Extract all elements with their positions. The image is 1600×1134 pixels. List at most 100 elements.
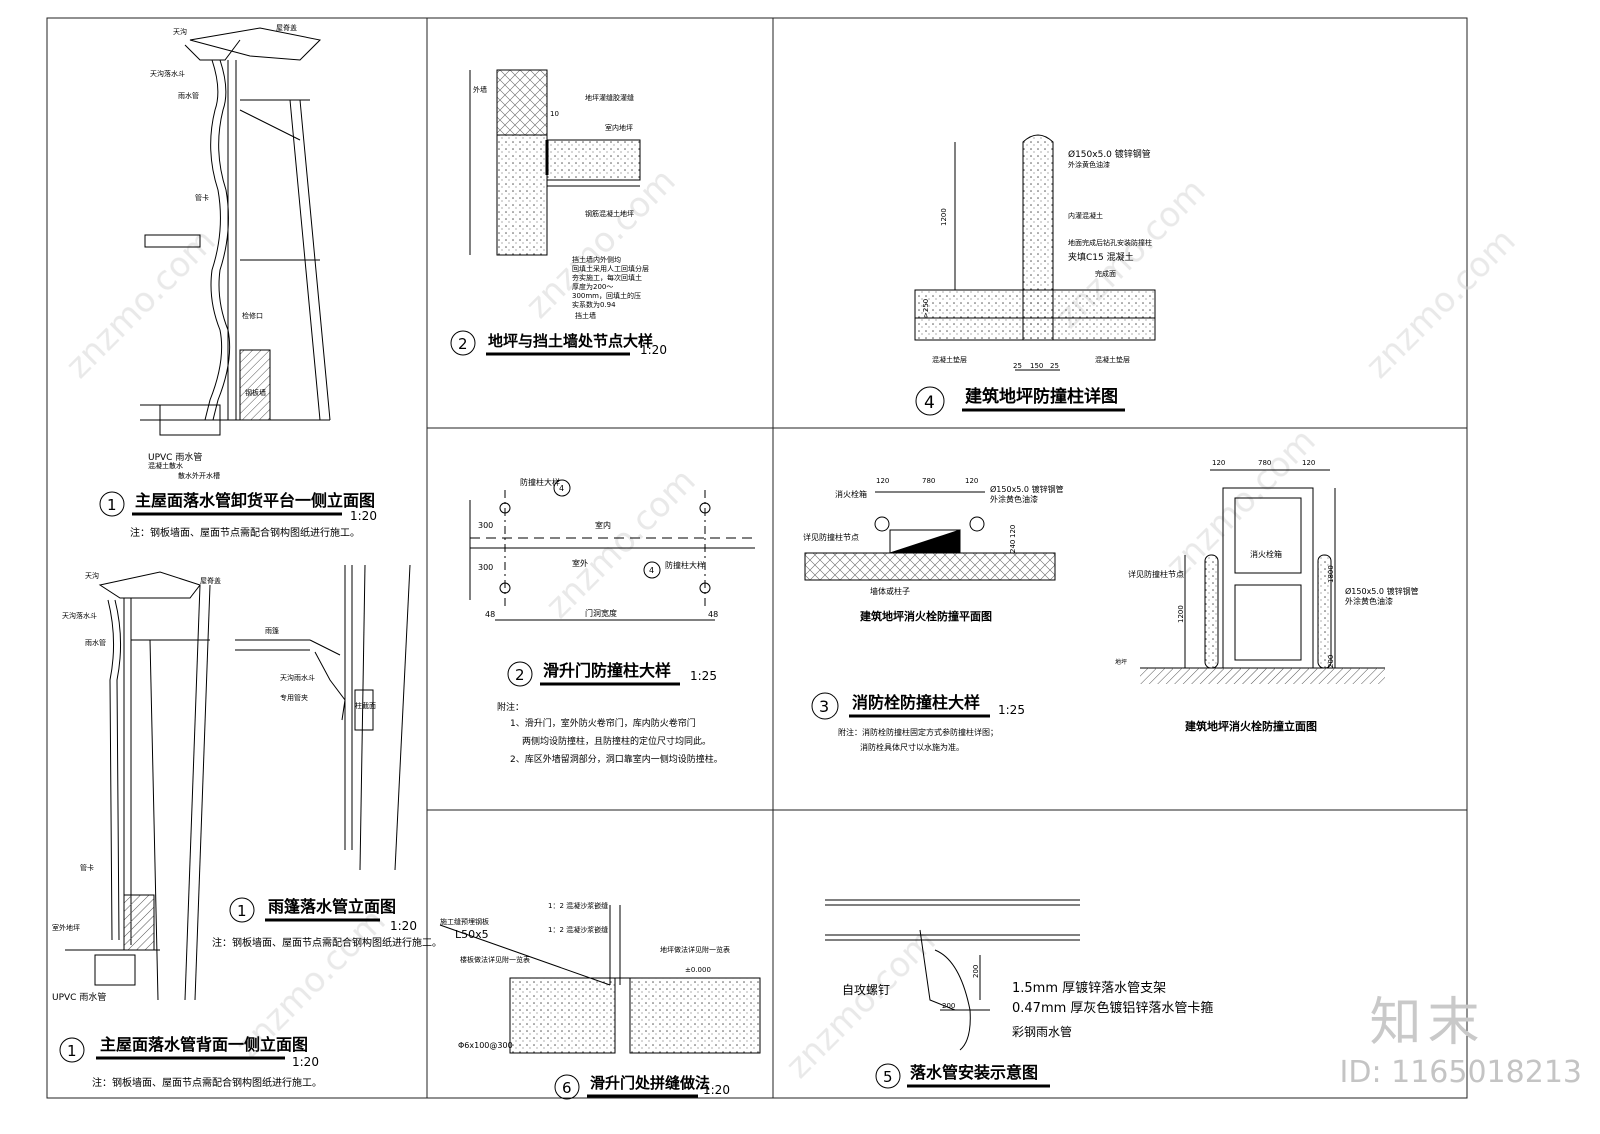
p5-title: 落水管安装示意图 bbox=[910, 1063, 1038, 1082]
pc-label-1: 天沟雨水斗 bbox=[280, 673, 315, 682]
p2a-label-1: 地坪灌缝胶灌缝 bbox=[585, 93, 634, 102]
p3-note-0: 附注：消防栓防撞柱固定方式参防撞柱详图； bbox=[838, 727, 998, 737]
p5-dim-0: 200 bbox=[972, 965, 980, 978]
p3p-dim-0: 120 bbox=[876, 477, 889, 485]
p3-note-1: 消防栓具体尺寸以水施为准。 bbox=[860, 742, 964, 752]
p1-label-8: 散水外开水槽 bbox=[178, 471, 220, 480]
p2b-num: 2 bbox=[515, 666, 525, 684]
p2a-note-4: 300mm，回填土的压 bbox=[572, 291, 641, 300]
p4-label-5: 完成面 bbox=[1095, 269, 1116, 278]
p4-label-4: 夹填C15 混凝土 bbox=[1068, 251, 1134, 263]
panel-1b-drawing bbox=[65, 571, 211, 1001]
panel-4-drawing bbox=[914, 134, 1156, 371]
p2b-note-2: 两侧均设防撞柱，且防撞柱的定位尺寸均同此。 bbox=[522, 735, 711, 747]
p1b-note: 注：钢板墙面、屋面节点需配合钢构图纸进行施工。 bbox=[92, 1076, 322, 1089]
panel-3-elev-drawing bbox=[1140, 469, 1385, 684]
p1b-label-3: 雨水管 bbox=[85, 638, 106, 647]
p3p-dim-2: 120 bbox=[965, 477, 978, 485]
p3e-label-0: 消火栓箱 bbox=[1250, 549, 1282, 559]
pc-scale: 1:20 bbox=[390, 919, 417, 933]
p1-num-circle bbox=[99, 491, 125, 517]
panel-4-labels: Ø150x5.0 镀锌钢管 外涂黄色油漆 内灌混凝土 地面完成后钻孔安装防撞柱 … bbox=[922, 148, 1152, 370]
panel-6-labels: 1：2 混凝沙浆嵌缝 施工缝预埋钢板 1：2 混凝沙浆嵌缝 L50x5 Φ6x1… bbox=[440, 901, 730, 1050]
p3-title: 消防栓防撞柱大样 bbox=[852, 693, 980, 712]
p6-scale: 1:20 bbox=[703, 1083, 730, 1097]
p3e-label-2: Ø150x5.0 镀锌钢管 bbox=[1345, 586, 1419, 596]
panel-1b-labels: 屋脊盖 天沟 天沟落水斗 雨水管 管卡 UPVC 雨水管 室外地坪 bbox=[52, 571, 221, 1003]
p2b-note-0: 附注： bbox=[497, 701, 524, 713]
pc-label-3: 柱截面 bbox=[355, 701, 376, 710]
p2a-note-2: 夯实施工，每次回填土 bbox=[572, 273, 642, 282]
p4-num: 4 bbox=[924, 393, 935, 413]
p3e-dim-4: 1200 bbox=[1177, 605, 1185, 623]
p4-dim-3: 150 bbox=[1030, 362, 1043, 370]
watermark-brand: 知末 bbox=[1369, 993, 1486, 1053]
panel-3-elev-labels: 消火栓箱 详见防撞柱节点 Ø150x5.0 镀锌钢管 外涂黄色油漆 地坪 120… bbox=[1115, 459, 1419, 733]
p2b-label-0: 防撞柱大样 bbox=[520, 477, 560, 487]
p2b-tag-1: 4 bbox=[649, 566, 654, 575]
panel-2b-labels: 防撞柱大样 室内 室外 防撞柱大样 门洞宽度 300 300 48 48 4 4 bbox=[478, 477, 718, 619]
p3-plan-title: 建筑地坪消火栓防撞平面图 bbox=[860, 609, 992, 623]
p5-num-circle bbox=[875, 1063, 901, 1089]
watermark-site-8: znzmo.com bbox=[1358, 221, 1523, 386]
p4-label-3: 地面完成后钻孔安装防撞柱 bbox=[1068, 238, 1152, 247]
p2b-num-circle bbox=[507, 661, 533, 687]
p2b-scale: 1:25 bbox=[690, 669, 717, 683]
panel-6-title-block: 6 滑升门处拼缝做法 1:20 bbox=[554, 1074, 730, 1100]
p3e-label-1: 详见防撞柱节点 bbox=[1128, 569, 1184, 579]
p1-label-3: 雨水管 bbox=[178, 91, 199, 100]
p1b-num-circle bbox=[59, 1037, 85, 1063]
p1b-label-2: 天沟落水斗 bbox=[62, 611, 97, 620]
panel-canopy-labels: 雨篷 天沟雨水斗 专用管夹 柱截面 bbox=[265, 626, 376, 710]
p4-num-circle bbox=[915, 386, 945, 416]
p1-label-7: 混凝土散水 bbox=[148, 461, 183, 470]
p5-label-1: 1.5mm 厚镀锌落水管支架 bbox=[1012, 980, 1166, 996]
pc-label-0: 雨篷 bbox=[265, 626, 279, 635]
p3-num: 3 bbox=[819, 697, 829, 716]
p3-scale: 1:25 bbox=[998, 703, 1025, 717]
p5-label-2: 0.47mm 厚灰色镀铝锌落水管卡箍 bbox=[1012, 1000, 1213, 1016]
p1b-scale: 1:20 bbox=[292, 1055, 319, 1069]
panel-2b-title-block: 2 滑升门防撞柱大样 1:25 附注： 1、滑升门，室外防火卷帘门，库内防火卷帘… bbox=[497, 661, 723, 765]
p2b-dim-2: 48 bbox=[485, 610, 495, 619]
p1b-label-6: 室外地坪 bbox=[52, 923, 80, 932]
p2b-note-1: 1、滑升门，室外防火卷帘门，库内防火卷帘门 bbox=[510, 717, 696, 729]
p6-num: 6 bbox=[562, 1079, 572, 1097]
p3-elev-title: 建筑地坪消火栓防撞立面图 bbox=[1185, 719, 1317, 733]
p1-label-0: 屋脊盖 bbox=[276, 23, 297, 32]
p3e-dim-2: 120 bbox=[1302, 459, 1315, 467]
p1-label-1: 天沟 bbox=[173, 27, 187, 36]
p3e-label-4: 地坪 bbox=[1115, 658, 1127, 666]
p1-label-6: UPVC 雨水管 bbox=[148, 451, 202, 463]
panel-1b-title-block: 1 主屋面落水管背面一侧立面图 1:20 注：钢板墙面、屋面节点需配合钢构图纸进… bbox=[59, 1035, 322, 1089]
p2a-note-1: 回填土采用人工回填分层 bbox=[572, 264, 649, 273]
p6-label-4: Φ6x100@300 bbox=[458, 1041, 513, 1050]
p4-label-1: 外涂黄色油漆 bbox=[1068, 160, 1110, 169]
p3p-dim-1: 780 bbox=[922, 477, 935, 485]
p1b-label-1: 天沟 bbox=[85, 571, 99, 580]
watermark-site-4: znzmo.com bbox=[1158, 421, 1323, 586]
panel-2b-drawing bbox=[469, 479, 755, 621]
p4-label-7: 混凝土垫层 bbox=[1095, 355, 1130, 364]
p3e-dim-3: 1800 bbox=[1327, 565, 1335, 583]
p4-title: 建筑地坪防撞柱详图 bbox=[965, 386, 1118, 407]
p2b-note-3: 2、库区外墙留洞部分，洞口靠室内一侧均设防撞柱。 bbox=[510, 753, 723, 765]
p2a-label-2: 室内地坪 bbox=[605, 123, 633, 132]
p1-note: 注：钢板墙面、屋面节点需配合钢构图纸进行施工。 bbox=[130, 526, 360, 539]
p3e-dim-0: 120 bbox=[1212, 459, 1225, 467]
p2a-title: 地坪与挡土墙处节点大样 bbox=[488, 332, 653, 350]
watermark-id: ID: 1165018213 bbox=[1339, 1055, 1582, 1090]
p4-dim-2: 25 bbox=[1013, 362, 1022, 370]
p4-label-0: Ø150x5.0 镀锌钢管 bbox=[1068, 148, 1151, 160]
p6-label-5: 地坪做法详见附一览表 bbox=[660, 945, 730, 954]
watermark-brand-block: 知末 ID: 1165018213 bbox=[1340, 997, 1582, 1090]
p2b-tag-0: 4 bbox=[559, 484, 564, 493]
p1b-title: 主屋面落水管背面一侧立面图 bbox=[100, 1035, 308, 1054]
p2a-scale: 1:20 bbox=[640, 343, 667, 357]
panel-1-labels: 屋脊盖 天沟 天沟落水斗 雨水管 管卡 检修口 UPVC 雨水管 混凝土散水 散… bbox=[148, 23, 297, 480]
pc-num: 1 bbox=[237, 902, 247, 920]
p5-dim-1: 200 bbox=[942, 1002, 955, 1010]
p2b-label-2: 室外 bbox=[572, 558, 588, 568]
panel-2a-drawing bbox=[469, 69, 641, 256]
p3e-dim-5: 200 bbox=[1327, 655, 1335, 668]
